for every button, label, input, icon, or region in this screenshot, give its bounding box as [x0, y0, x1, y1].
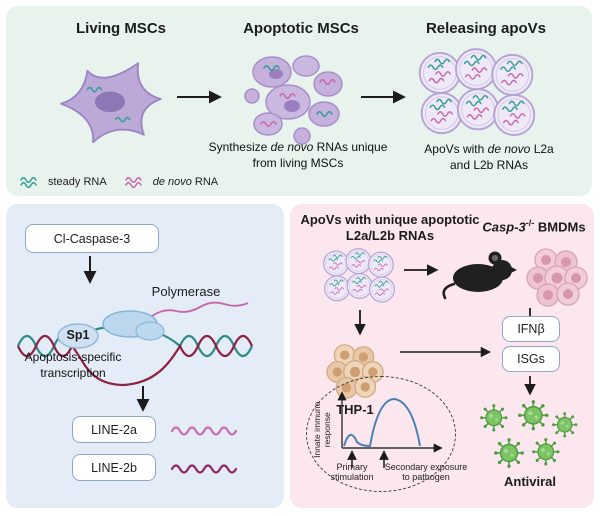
arrow-right-icon [177, 90, 222, 104]
arrow-right-icon [361, 90, 406, 104]
graph-secondary-label: Secondary exposure to pathogen [384, 462, 468, 483]
mouse-icon [442, 251, 517, 300]
caption-text: L2a and L2b RNAs [449, 142, 554, 172]
response-curve [343, 397, 421, 448]
transcription-label: Apoptosis-specific transcription [24, 350, 122, 380]
cl-caspase-3-box: Cl-Caspase-3 [25, 224, 159, 253]
arrow-right-icon [404, 264, 439, 276]
isgs-box: ISGs [502, 346, 560, 372]
immune-response-graph [337, 391, 443, 468]
isgs-label: ISGs [517, 352, 545, 366]
releasing-apovs-title: Releasing apoVs [425, 20, 547, 37]
steady-rna-icon [20, 177, 37, 188]
virus-group-icon [479, 400, 579, 469]
denovo-rna-icon [124, 177, 142, 188]
line-2a-label: LINE-2a [91, 422, 137, 437]
transcription-panel: Cl-Caspase-3 Polymerase Sp1 Apoptosis-sp… [6, 204, 284, 508]
legend-label-italic: de novo [152, 176, 192, 188]
caption-italic: de novo [270, 140, 314, 154]
graph-primary-label: Primary stimulation [330, 462, 374, 483]
legend-label: steady RNA [48, 176, 107, 188]
living-mscs-title: Living MSCs [75, 20, 166, 37]
arrow-down-icon [136, 386, 150, 412]
trained-immunity-ellipse [306, 376, 456, 492]
apov-cluster-icon [414, 48, 540, 140]
line-2a-rna-icon [170, 426, 238, 436]
ifnb-box: IFNβ [502, 316, 560, 342]
legend-label: RNA [191, 176, 219, 188]
apoptotic-msc-icon [244, 55, 343, 145]
cl-caspase-3-label: Cl-Caspase-3 [53, 231, 131, 246]
legend-denovo-rna: de novo RNA [123, 174, 218, 190]
line-2b-box: LINE-2b [72, 454, 156, 481]
bmdm-gene: Casp-3 [482, 219, 526, 235]
caption-text: Synthesize [208, 140, 271, 154]
sp1-blob [57, 323, 99, 349]
arrow-down-icon [524, 376, 536, 396]
apoptotic-caption: Synthesize de novo RNAs unique from livi… [202, 140, 394, 171]
bmdm-knockout-sup: -/- [525, 218, 535, 228]
line-2b-rna-icon [170, 464, 238, 474]
legend: steady RNA de novo RNA [18, 174, 218, 190]
arrow-down-icon [83, 256, 97, 284]
bmdm-text: BMDMs [534, 219, 586, 235]
line-2a-box: LINE-2a [72, 416, 156, 443]
right-panel-title: ApoVs with unique apoptotic L2a/L2b RNAs [300, 212, 480, 244]
legend-steady-rna: steady RNA [18, 174, 107, 190]
dna-transcription-icon [16, 301, 254, 387]
bmdm-title: Casp-3-/- BMDMs [476, 218, 592, 236]
caption-text: RNAs unique from living MSCs [252, 140, 388, 170]
antiviral-label: Antiviral [503, 474, 556, 489]
releasing-caption: ApoVs with de novo L2a and L2b RNAs [414, 142, 564, 173]
caption-italic: de novo [487, 142, 531, 156]
apoptotic-mscs-title: Apoptotic MSCs [243, 20, 359, 37]
sp1-label: Sp1 [66, 328, 90, 342]
caption-text: ApoVs with [424, 142, 488, 156]
nascent-rna [151, 301, 249, 317]
immunity-panel: ApoVs with unique apoptotic L2a/L2b RNAs… [290, 204, 594, 508]
polymerase-label: Polymerase [151, 284, 221, 299]
apov-cluster-icon [320, 248, 398, 305]
bmdm-cells-icon [526, 248, 588, 307]
top-panel: Living MSCs Apoptotic MSCs Releasing apo… [6, 6, 592, 196]
arrow-down-icon [354, 310, 366, 336]
line-2b-label: LINE-2b [91, 460, 137, 475]
ifnb-label: IFNβ [517, 322, 545, 336]
living-msc-cell-icon [60, 62, 162, 144]
arrow-right-icon [400, 346, 492, 358]
